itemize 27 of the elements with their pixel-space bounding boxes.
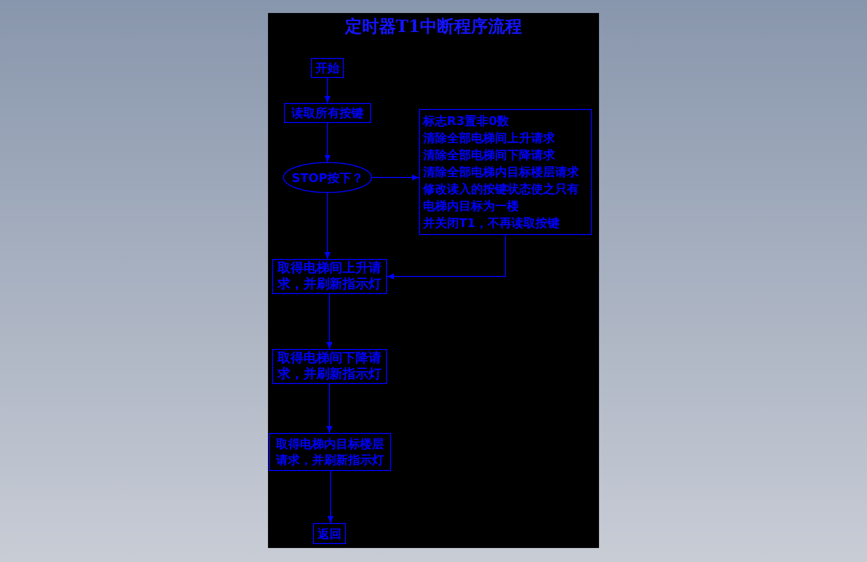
step-text: 并关闭T1，不再读取按键 xyxy=(423,215,561,232)
process-label: 取得电梯间上升请求，并刷新指示灯 xyxy=(276,260,382,292)
step-text: 清除全部电梯间上升请求 xyxy=(423,130,556,147)
arrow xyxy=(324,122,330,162)
step-text: 清除全部电梯间下降请求 xyxy=(423,147,556,164)
arrow xyxy=(324,192,330,260)
terminal-label: 开始 xyxy=(316,60,340,76)
diagram-title: 定时器T1中断程序流程 xyxy=(344,17,522,37)
arrow xyxy=(372,174,420,180)
arrow xyxy=(326,384,332,434)
arrow xyxy=(328,470,334,524)
step-text: 标志R3置非0数 xyxy=(423,113,510,130)
terminal-label: 返回 xyxy=(318,526,342,542)
process-label: 取得电梯间下降请求，并刷新指示灯 xyxy=(276,350,382,382)
terminal-box xyxy=(313,523,346,544)
decision-label: STOP按下？ xyxy=(292,170,364,186)
step-text: 清除全部电梯内目标楼层请求 xyxy=(423,164,580,181)
process-label: 读取所有按键 xyxy=(292,105,364,121)
terminal-box xyxy=(311,58,344,78)
process-box xyxy=(284,103,371,123)
arrow xyxy=(324,78,330,104)
process-label: 取得电梯内目标楼层请求，并刷新指示灯 xyxy=(274,436,385,468)
arrow xyxy=(326,294,332,350)
process-box xyxy=(419,109,592,235)
process-box xyxy=(269,433,391,471)
step-text: 修改读入的按键状态使之只有电梯内目标为一楼 xyxy=(423,181,580,215)
arrow xyxy=(386,234,506,280)
